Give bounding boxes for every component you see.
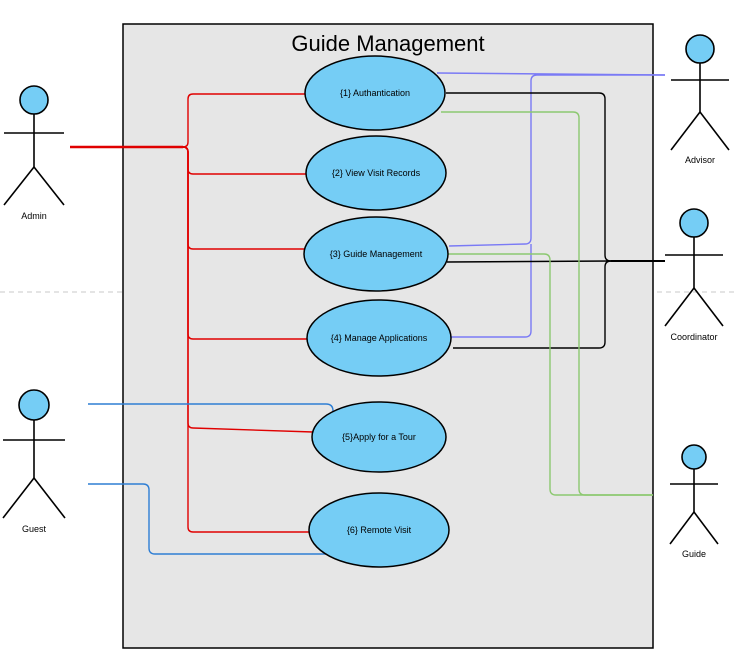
actors: Admin Guest Advisor Coordinator <box>2 34 730 559</box>
advisor-to-uc4 <box>451 244 532 338</box>
use-case-2-shape <box>305 135 447 211</box>
actor-coordinator-left-leg <box>664 287 695 327</box>
guide-connectors <box>441 111 653 496</box>
actor-admin-right-leg <box>33 166 65 206</box>
actor-advisor-label: Advisor <box>685 155 715 165</box>
use-case-6-shape <box>308 492 450 568</box>
actor-coordinator-head <box>679 208 709 238</box>
actor-guest-head <box>18 389 50 421</box>
use-case-4[interactable]: {4} Manage Applications <box>306 299 452 377</box>
use-case-5[interactable]: {5}Apply for a Tour <box>311 401 447 473</box>
actor-guide-label: Guide <box>682 549 706 559</box>
actor-admin-left-leg <box>3 166 35 206</box>
actor-advisor-left-leg <box>670 111 701 151</box>
coordinator-to-uc3 <box>446 260 612 263</box>
use-case-2[interactable]: {2} View Visit Records <box>305 135 447 211</box>
use-case-4-shape <box>306 299 452 377</box>
actor-advisor-head <box>685 34 715 64</box>
admin-to-uc1 <box>182 93 307 148</box>
guide-to-uc3 <box>447 253 653 496</box>
actor-guide-right-leg <box>693 511 719 545</box>
use-case-1[interactable]: {1} Authantication <box>304 55 446 131</box>
advisor-to-uc3 <box>448 74 665 247</box>
use-case-4-label: {4} Manage Applications <box>331 333 428 343</box>
actor-admin-label: Admin <box>21 211 47 221</box>
advisor-connectors <box>436 72 666 338</box>
actor-guide[interactable]: Guide <box>669 444 719 559</box>
actor-coordinator-right-leg <box>693 287 724 327</box>
guest-to-uc6 <box>88 483 326 555</box>
actor-guest[interactable]: Guest <box>2 389 66 534</box>
coordinator-to-uc1 <box>446 92 612 262</box>
use-case-3[interactable]: {3} Guide Management <box>303 216 449 292</box>
use-case-6[interactable]: {6} Remote Visit <box>308 492 450 568</box>
actor-guide-head <box>681 444 707 470</box>
use-case-5-label: {5}Apply for a Tour <box>342 432 416 442</box>
system-title: Guide Management <box>291 31 484 56</box>
use-case-3-label: {3} Guide Management <box>330 249 423 259</box>
actor-advisor-right-leg <box>699 111 730 151</box>
admin-connectors <box>70 93 314 533</box>
coordinator-connectors <box>446 92 665 349</box>
admin-to-uc6 <box>182 146 310 533</box>
use-cases: {1} Authantication {2} View Visit Record… <box>303 55 452 568</box>
use-case-3-shape <box>303 216 449 292</box>
actor-guest-right-leg <box>33 477 66 519</box>
use-case-1-label: {1} Authantication <box>340 88 410 98</box>
actor-admin-head <box>19 85 49 115</box>
coordinator-to-uc4 <box>453 260 612 349</box>
actor-admin[interactable]: Admin <box>3 85 65 221</box>
actor-guide-left-leg <box>669 511 695 545</box>
actor-guest-left-leg <box>2 477 35 519</box>
use-case-6-label: {6} Remote Visit <box>347 525 412 535</box>
actor-guest-label: Guest <box>22 524 47 534</box>
use-case-1-shape <box>304 55 446 131</box>
actor-coordinator-label: Coordinator <box>670 332 717 342</box>
actor-coordinator[interactable]: Coordinator <box>664 208 724 342</box>
actor-advisor[interactable]: Advisor <box>670 34 730 165</box>
use-case-5-shape <box>311 401 447 473</box>
use-case-2-label: {2} View Visit Records <box>332 168 421 178</box>
